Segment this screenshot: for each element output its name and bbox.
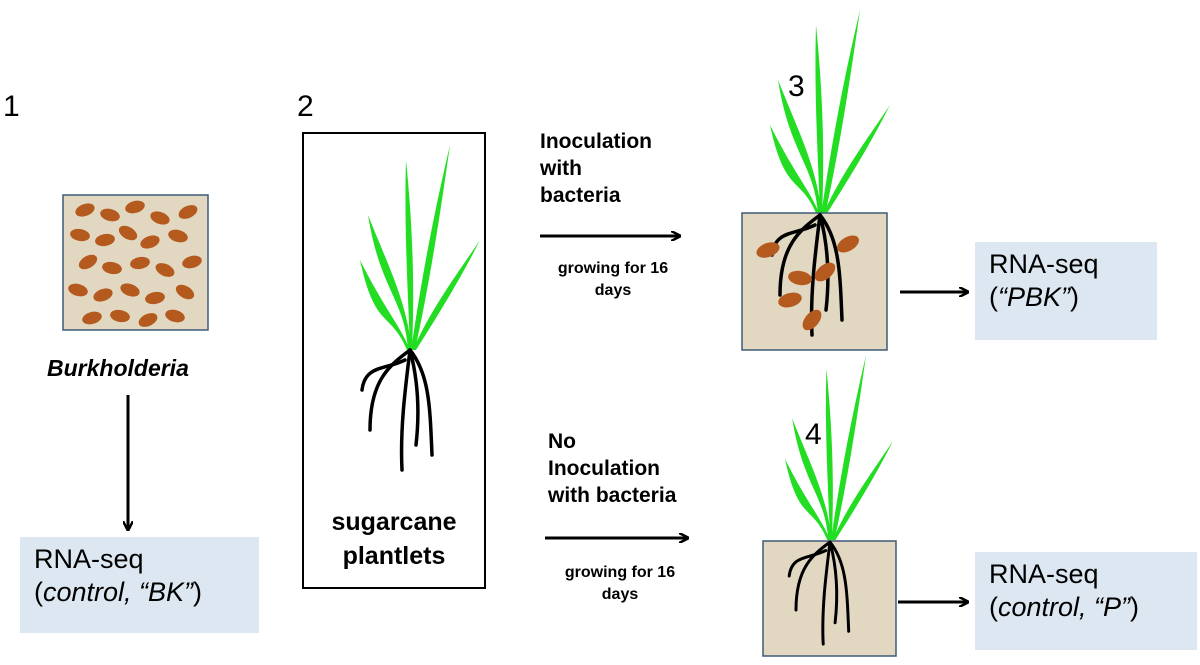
no-inoculation-label: No Inoculation with bacteria [548, 430, 677, 507]
rna-seq-pbk-line2: (“PBK”) [989, 282, 1080, 312]
bacteria-name: Burkholderia [47, 355, 189, 381]
inoculation-label: Inoculation with bacteria [540, 130, 652, 207]
plantlets-label-line1: sugarcane [331, 508, 457, 536]
inoculated-bacteria [756, 235, 859, 331]
plantlet-frame [302, 132, 486, 589]
step-number-4: 4 [805, 418, 822, 451]
step-number-2: 2 [297, 90, 314, 123]
rna-seq-pbk-box: RNA-seq (“PBK”) [975, 242, 1157, 340]
rna-seq-pbk-line1: RNA-seq [989, 249, 1099, 279]
plantlets-label-line2: plantlets [342, 542, 446, 570]
control-plant-leaves [785, 355, 893, 540]
inoculated-plant-leaves [770, 10, 890, 215]
rna-seq-p-line1: RNA-seq [989, 559, 1099, 589]
inoculation-growth-label: growing for 16 days [557, 260, 669, 299]
step-number-1: 1 [3, 90, 20, 123]
rna-seq-bk-line2: (control, “BK”) [34, 577, 203, 607]
rna-seq-bk-box: RNA-seq (control, “BK”) [20, 537, 259, 633]
plantlet-illustration [360, 145, 480, 472]
rna-seq-bk-line1: RNA-seq [34, 544, 144, 574]
rna-seq-p-box: RNA-seq (control, “P”) [975, 552, 1197, 650]
rna-seq-p-line2: (control, “P”) [989, 592, 1140, 622]
step-number-3: 3 [788, 70, 805, 103]
no-inoculation-growth-label: growing for 16 days [564, 564, 676, 603]
plantlets-label: sugarcane plantlets [303, 505, 485, 573]
bacteria-cells [68, 200, 202, 327]
control-pot [762, 540, 897, 657]
